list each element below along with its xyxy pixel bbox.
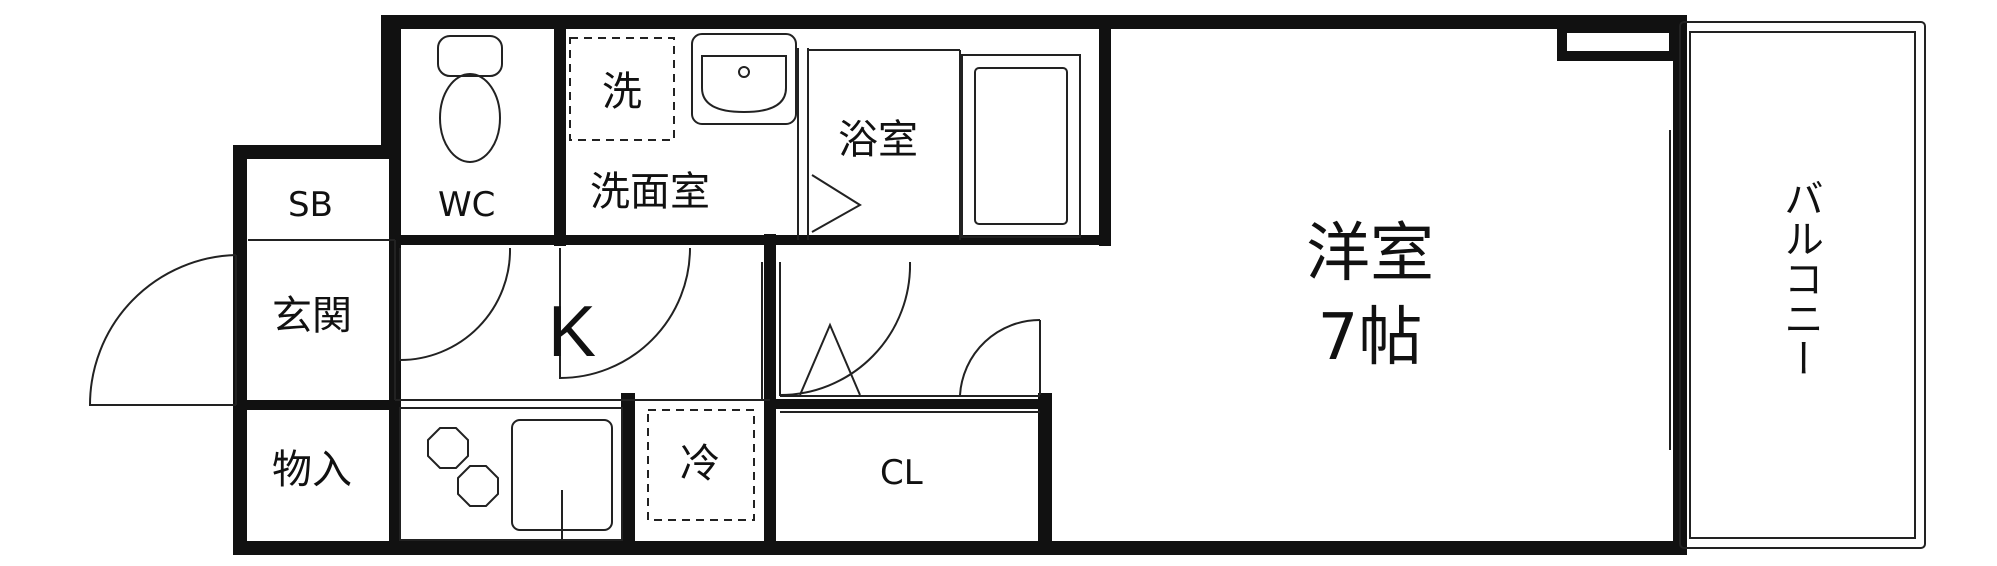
closet-label: CL [880,453,923,493]
entrance-door-swing [88,254,237,406]
washroom-label: 洗面室 [590,169,710,215]
bathtub-inner [974,67,1068,225]
washer-box [569,37,675,141]
western-room-name: 洋室 [1306,217,1434,291]
stove-burner [457,465,499,507]
western-room-size: 7帖 [1317,301,1423,375]
bathroom-label: 浴室 [838,117,918,163]
outer-wall [233,15,1687,555]
balcony-rail-inner [1689,31,1916,539]
washbasin-drain [738,66,750,78]
stove-burner [427,427,469,469]
bathtub [961,54,1081,238]
bath-door-swing [811,174,862,233]
fridge-box [647,409,755,521]
washbasin-bowl [701,55,787,114]
kitchen-label: K [548,292,597,372]
shoe-box-label: SB [288,185,333,225]
washbasin [691,33,797,125]
wall-block [1557,23,1679,61]
door-swing [559,247,691,380]
balcony-label: バルコニー [1777,178,1823,378]
storage-label: 物入 [272,447,352,493]
fridge-label: 冷 [680,441,720,487]
washer-label: 洗 [602,69,642,115]
door-swing [959,318,1041,396]
toilet-tank [437,35,503,77]
toilet-label: WC [438,185,496,225]
kitchen-counter [399,407,623,541]
entrance-label: 玄関 [272,293,352,339]
door-swing [779,261,912,397]
door-triangle [799,322,861,396]
door-swing [399,247,512,362]
toilet-bowl [439,73,501,163]
